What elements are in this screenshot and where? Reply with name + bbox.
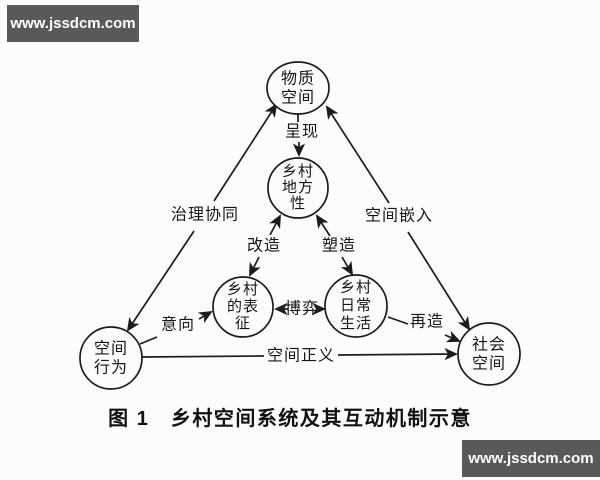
edge-transformation-lower: [249, 256, 261, 277]
node-rural-representation-label-3: 征: [235, 315, 251, 332]
edge-governance-synergy-label: 治理协同: [171, 206, 239, 224]
edge-intention-label: 意向: [161, 315, 195, 334]
edge-recreation-label: 再造: [410, 313, 444, 331]
node-rural-representation-label-1: 乡村: [227, 281, 259, 298]
node-rural-representation-label-2: 的表: [227, 298, 259, 315]
node-rural-daily-life-label-2: 日常: [340, 297, 372, 314]
node-physical-space-label-2: 空间: [281, 89, 315, 107]
edge-spatial-justice-stub: [141, 355, 265, 358]
edge-spatial-justice-label: 空间正义: [267, 347, 335, 365]
edge-recreation-arrow: [444, 330, 461, 343]
edge-governance-synergy-lower: [126, 230, 195, 332]
node-spatial-behavior-label-2: 行为: [94, 359, 128, 377]
edge-intention-stub: [139, 336, 158, 345]
watermark-top-left: www.jssdcm.com: [7, 5, 139, 42]
node-rural-locality-label-3: 性: [290, 195, 306, 212]
edge-transformation-label: 改造: [247, 237, 281, 255]
edge-recreation-stub: [387, 316, 409, 325]
edge-shaping-lower: [340, 256, 354, 276]
edge-transformation-upper: [269, 214, 281, 236]
node-rural-daily-life-label-1: 乡村: [340, 279, 372, 296]
edge-shaping-label: 塑造: [322, 237, 356, 255]
node-spatial-behavior-circle: [79, 326, 143, 390]
node-rural-locality-circle: [267, 157, 329, 219]
node-rural-daily-life-label-3: 生活: [340, 315, 372, 332]
node-spatial-behavior-label-1: 空间: [94, 340, 128, 358]
node-rural-locality-label-2: 地方: [282, 179, 314, 196]
node-social-space-circle: [457, 322, 521, 386]
figure-caption: 图 1 乡村空间系统及其互动机制示意: [108, 408, 472, 430]
node-physical-space-circle: [266, 61, 330, 115]
edge-governance-synergy-upper: [213, 103, 278, 202]
watermark-bottom-right: www.jssdcm.com: [462, 440, 600, 477]
node-rural-daily-life-circle: [324, 274, 388, 338]
node-rural-locality-label-1: 乡村: [282, 163, 314, 180]
edge-intention-arrow: [197, 310, 213, 324]
node-rural-representation-circle: [212, 276, 274, 338]
node-social-space-label-2: 空间: [472, 355, 506, 373]
node-physical-space-label-1: 物质: [281, 70, 315, 88]
edge-game-label: 博弈: [285, 300, 319, 318]
edge-spatial-embedding-upper: [325, 105, 390, 204]
edge-spatial-embedding-label: 空间嵌入: [365, 207, 433, 225]
edge-spatial-embedding-lower: [407, 231, 471, 331]
edge-spatial-justice-arrow: [337, 347, 459, 361]
node-social-space-label-1: 社会: [472, 336, 506, 354]
edge-presentation-label: 呈现: [285, 123, 319, 141]
edge-shaping-upper: [315, 214, 331, 237]
